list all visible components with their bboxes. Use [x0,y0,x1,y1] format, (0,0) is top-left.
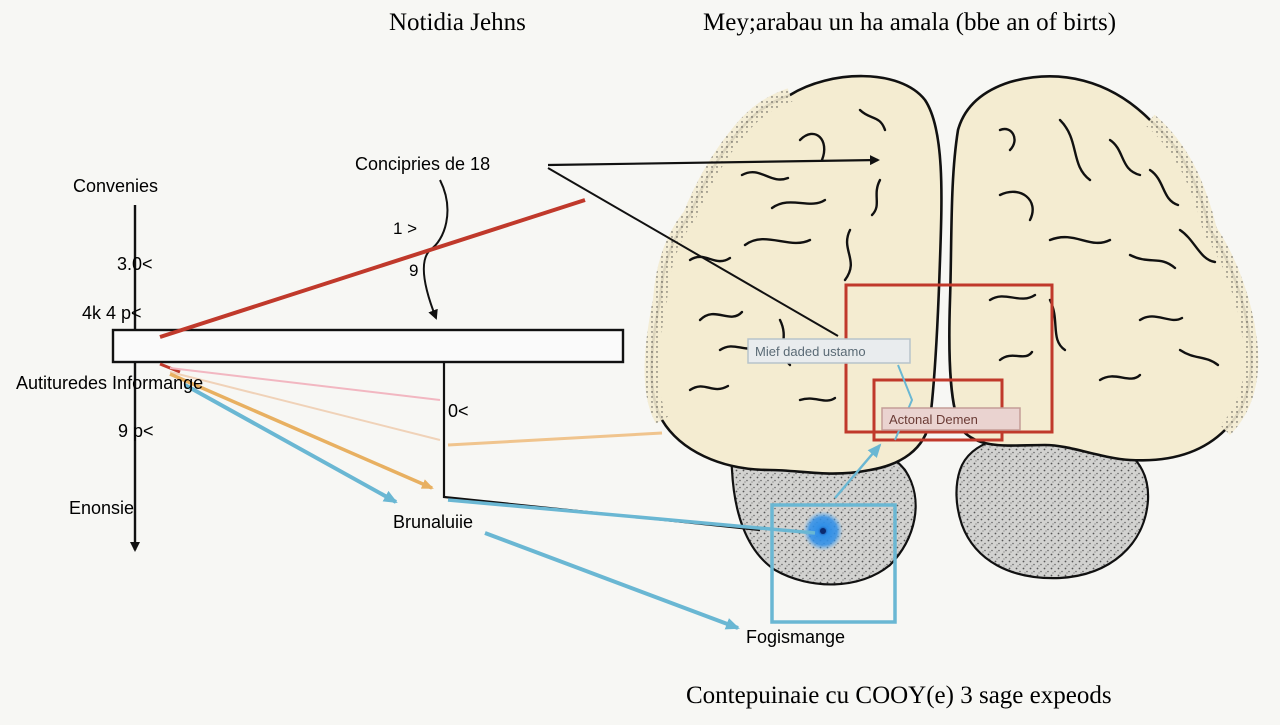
center-target-label: Brunaluiie [393,512,473,532]
left-title: Notidia Jehns [389,9,526,36]
axis-bottom-label: Enonsie [69,498,134,518]
axis-tick-2: 4k 4 p< [82,303,142,323]
upper-label-tag [747,338,911,364]
upper-label-text: Mief daded ustamo [755,344,866,359]
horizontal-bar [111,328,625,364]
cerebellum-region-box [770,503,897,624]
brain-illustration: Mief daded ustamo Actonal Demen [644,74,1259,624]
arc-label: Concipries de 18 [355,154,490,174]
arc-upper-value: 1 > [393,219,417,238]
blue-ray-3 [484,531,740,630]
right-title: Mey;arabau un ha amala (bbe an of birts) [703,9,1116,36]
bottom-target-label: Fogismange [746,627,845,647]
blue-ray-1 [184,383,398,504]
axis-top-label: Convenies [73,176,158,196]
axis-tick-3: 9 p< [118,421,154,441]
bottom-title: Contepuinaie cu COOY(e) 3 sage expeods [686,682,1112,709]
brain-folds [688,108,1220,402]
lower-label-text: Actonal Demen [889,412,978,427]
orange-ray-right [447,431,663,447]
line-to-upper-box [547,167,839,337]
axis-tick-1: 3.0< [117,254,153,274]
pale-ray [169,371,441,441]
arrow-to-brain-top [547,155,880,167]
arc-lower-value: 9 [409,261,418,280]
orange-ray [169,372,434,490]
blue-ray-2 [447,498,816,535]
pink-ray [169,367,441,401]
axis-middle-label: Autituredes Informange [16,373,203,393]
bar-side-value: 0< [448,401,469,421]
lower-label-tag [881,407,1021,431]
red-ray [159,198,586,339]
right-hemisphere [948,75,1253,462]
